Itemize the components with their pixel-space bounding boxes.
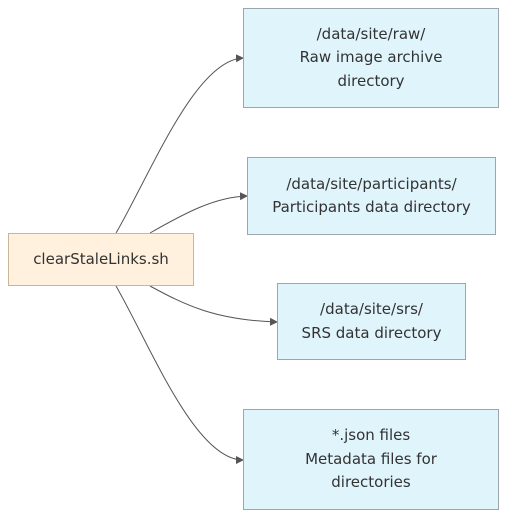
target-desc-line: directory <box>337 71 405 90</box>
target-path: /data/site/raw/ <box>316 24 426 43</box>
target-node-json: *.json files Metadata files for director… <box>243 409 499 510</box>
edge-to-participants <box>149 192 248 234</box>
target-desc-line: directories <box>331 473 411 492</box>
target-desc-line: Metadata files for <box>305 449 437 468</box>
target-path: /data/site/participants/ <box>286 174 457 193</box>
target-path: /data/site/srs/ <box>320 300 423 318</box>
target-desc-line: Raw image archive <box>299 48 443 67</box>
target-desc-line: SRS data directory <box>301 323 442 342</box>
source-node-clearstalelinks: clearStaleLinks.sh <box>8 233 194 286</box>
target-path: *.json files <box>331 426 411 445</box>
edge-to-json <box>115 285 244 464</box>
target-node-participants: /data/site/participants/ Participants da… <box>247 157 496 235</box>
source-label: clearStaleLinks.sh <box>33 249 169 268</box>
edge-to-srs <box>149 285 278 326</box>
target-desc-line: Participants data directory <box>272 198 471 216</box>
target-node-raw: /data/site/raw/ Raw image archive direct… <box>243 8 499 108</box>
edge-to-raw <box>115 54 244 234</box>
target-node-srs: /data/site/srs/ SRS data directory <box>277 283 466 360</box>
